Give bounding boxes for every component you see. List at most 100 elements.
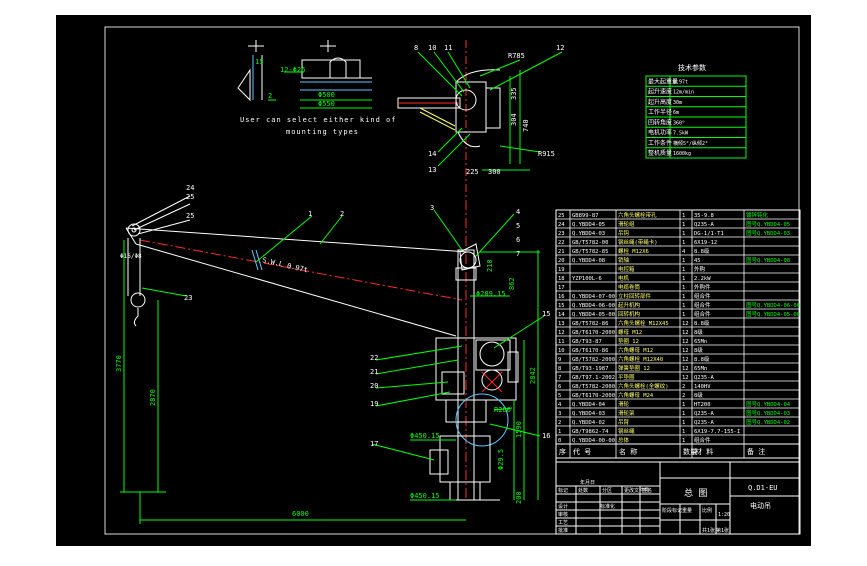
bom-code: Q.YBDD4-08 xyxy=(572,258,605,264)
bom-no: 20 xyxy=(558,258,565,264)
bom-note: 图号Q.YBDD4-05-00 xyxy=(746,310,800,318)
balloon-6: 6 xyxy=(516,236,520,244)
balloon-20: 21 xyxy=(370,368,378,376)
bom-material: 8级 xyxy=(694,346,703,354)
bom-material: 组合件 xyxy=(694,310,711,318)
bom-no: 1 xyxy=(558,429,561,435)
bom-no: 19 xyxy=(558,267,565,273)
title-code: Q.D1-EU xyxy=(748,484,778,492)
bom-name: 回转机构 xyxy=(618,310,641,318)
bom-qty: 12 xyxy=(682,348,689,354)
bom-qty: 12 xyxy=(682,366,689,372)
dim-r785: R785 xyxy=(508,52,525,60)
bom-material: Q235-A xyxy=(694,411,715,417)
bom-material: 140HV xyxy=(694,384,711,390)
bom-no: 10 xyxy=(558,348,565,354)
bom-note: 图号Q.YBDD4-04 xyxy=(746,400,791,408)
bom-code: Q.YBDD4-06-00 xyxy=(572,303,615,309)
bom-no: 16 xyxy=(558,294,565,300)
title-block-label: 标记 xyxy=(558,487,568,494)
title-scale: 1:20 xyxy=(718,512,730,518)
bom-material: 8.8级 xyxy=(694,247,710,255)
bom-name: 钢丝绳 xyxy=(618,427,635,435)
bom-material: Q235-A xyxy=(694,420,715,426)
dim-3770: 3770 xyxy=(115,355,123,372)
dim-phi450-a: Φ450.15 xyxy=(410,432,440,440)
tech-spec-value: 12m/min xyxy=(673,90,694,96)
bom-note: 图号Q.YBDD4-03 xyxy=(746,409,790,417)
bom-no: 17 xyxy=(558,285,565,291)
dim-300: 300 xyxy=(488,168,501,176)
bom-code: Q.YBDD4-05 xyxy=(572,222,605,228)
dim-2870: 2870 xyxy=(149,389,157,406)
tech-spec-label: 起升高度 xyxy=(648,98,672,106)
tech-spec-value: 7.5kW xyxy=(673,131,689,137)
bom-code: GB/T6170-2000 xyxy=(572,330,615,336)
bom-qty: 2 xyxy=(682,393,685,399)
tech-spec-label: 回转角度 xyxy=(648,118,672,126)
title-sheet-no: 第1张 xyxy=(716,527,729,534)
bom-code: YZP100L-6 xyxy=(572,276,602,282)
bom-qty: 1 xyxy=(682,312,685,318)
tech-spec-label: 整机质量 xyxy=(648,149,672,157)
bom-qty: 1 xyxy=(682,402,685,408)
bom-material: 6X19-12 xyxy=(694,240,717,246)
bom-material: 8.8级 xyxy=(694,319,710,327)
bom-code: GB/T9862-74 xyxy=(572,429,609,435)
bom-no: 15 xyxy=(558,303,565,309)
bom-qty: 1 xyxy=(682,294,685,300)
dim-335: 335 xyxy=(510,87,518,100)
bom-qty: 12 xyxy=(682,339,689,345)
bom-header-code: 代 号 xyxy=(573,447,591,456)
bom-material: 外购 xyxy=(694,265,706,273)
mount-dim-15: 15 xyxy=(255,58,263,66)
bom-qty: 1 xyxy=(682,222,685,228)
bom-no: 12 xyxy=(558,330,565,336)
title-block-label: 年月日 xyxy=(580,479,595,486)
bom-code: GB/T5782-2000 xyxy=(572,357,615,363)
bom-header-material: 材 料 xyxy=(695,447,713,456)
bom-note: 图号Q.YBDD4-08 xyxy=(746,256,790,264)
tech-spec-value: 30m xyxy=(673,100,682,106)
title-block-label: 标准化 xyxy=(600,503,615,510)
bom-qty: 1 xyxy=(682,411,685,417)
bom-material: 组合件 xyxy=(694,292,711,300)
balloon-11: 11 xyxy=(444,44,452,52)
balloon-17: 17 xyxy=(370,440,378,448)
title-block-label: 比例 xyxy=(702,507,712,514)
bom-name: 吊钩 xyxy=(618,229,630,237)
title-block-label: 处数 xyxy=(578,487,588,494)
bom-qty: 1 xyxy=(682,258,685,264)
bom-no: 24 xyxy=(558,222,565,228)
tech-spec-value: 360° xyxy=(673,120,685,126)
bom-code: GB/T97.1-2002 xyxy=(572,375,615,381)
dim-210: 210 xyxy=(486,259,494,272)
main-elevation xyxy=(120,195,545,524)
bom-code: GB/T93-87 xyxy=(572,339,602,345)
bom-no: 22 xyxy=(558,240,565,246)
bom-name: 六角头螺栓带孔 xyxy=(618,211,657,219)
balloon-4: 4 xyxy=(516,208,520,216)
balloon-19: 20 xyxy=(370,382,378,390)
bom-header-no: 序 xyxy=(559,447,566,456)
bom-name: 平垫圈 xyxy=(618,373,635,381)
tech-spec-label: 工作条件 xyxy=(648,139,672,147)
bom-name: 垫圈 12 xyxy=(618,337,639,345)
elevation-labels: 24 25 25 1 2 3 4 5 6 7 23 15 22 21 20 19… xyxy=(184,184,550,448)
balloon-25: 25 xyxy=(186,212,194,220)
bom-name: 电缆卷筒 xyxy=(618,283,641,291)
bom-code: Q.YBDD4-02 xyxy=(572,420,605,426)
drawing-frame xyxy=(104,26,800,535)
dim-r260: R260 xyxy=(494,406,511,414)
bom-no: 0 xyxy=(558,438,561,444)
balloon-10: 10 xyxy=(428,44,436,52)
bom-name: 立柱回转部件 xyxy=(618,292,652,300)
mounting-note-line1: User can select either kind of xyxy=(240,116,396,124)
bom-code: GB899-87 xyxy=(572,213,599,219)
title-block-label: 设计 xyxy=(558,503,568,510)
title-block-label: 审核 xyxy=(558,511,568,518)
balloon-3: 3 xyxy=(430,204,434,212)
